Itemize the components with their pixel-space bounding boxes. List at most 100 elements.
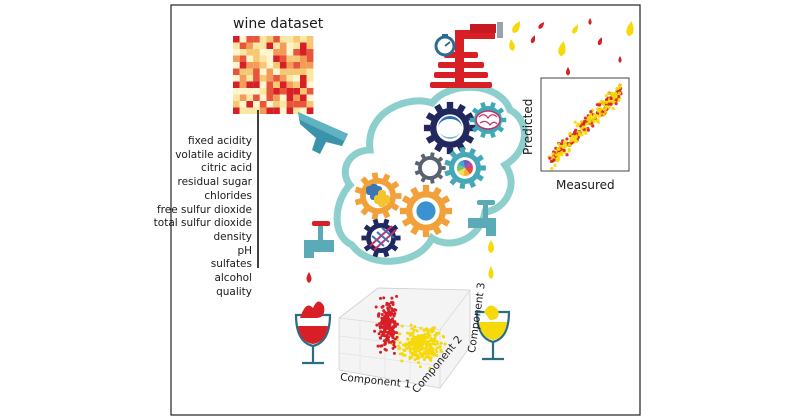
heatmap-cell bbox=[279, 75, 287, 82]
scatter-point bbox=[435, 354, 439, 358]
scatter-point bbox=[394, 324, 398, 328]
heatmap-cell bbox=[259, 75, 267, 82]
scatter-point bbox=[383, 330, 387, 334]
heatmap-cell bbox=[293, 55, 300, 62]
scatter-point bbox=[551, 152, 555, 156]
heatmap-cell bbox=[253, 36, 260, 43]
scatter-point bbox=[418, 365, 422, 369]
heatmap-cell bbox=[300, 55, 307, 62]
pca-scatter bbox=[373, 294, 447, 370]
feature-item: free sulfur dioxide bbox=[156, 203, 252, 216]
scatter-point bbox=[433, 336, 437, 340]
scatter-point bbox=[429, 344, 433, 348]
heatmap-cell bbox=[306, 42, 314, 49]
heatmap-cell bbox=[259, 68, 267, 75]
scatter-point bbox=[378, 336, 382, 340]
scatter-point bbox=[406, 337, 410, 341]
scatter-point bbox=[560, 153, 564, 157]
scatter-point bbox=[616, 94, 621, 99]
heatmap-cell bbox=[279, 55, 287, 62]
heatmap-cell bbox=[286, 49, 294, 56]
scatter-point bbox=[375, 323, 379, 327]
heatmap-cell bbox=[300, 62, 307, 69]
scatter-point bbox=[388, 332, 392, 336]
scatter-point bbox=[554, 153, 559, 157]
heatmap-cell bbox=[239, 88, 247, 95]
scatter-point bbox=[614, 91, 618, 96]
scatter-point bbox=[384, 340, 388, 344]
scatter-point bbox=[377, 312, 381, 316]
heatmap-cell bbox=[266, 68, 274, 75]
faucet-icon bbox=[430, 22, 503, 88]
feature-item: sulfates bbox=[210, 258, 252, 271]
scatter-point bbox=[401, 353, 405, 357]
scatter-point bbox=[598, 103, 602, 107]
scatter-point bbox=[592, 114, 596, 118]
scatter-point bbox=[414, 343, 418, 347]
scatter-point bbox=[413, 353, 417, 357]
scatter-point bbox=[565, 153, 569, 157]
heatmap-cell bbox=[246, 94, 254, 101]
heatmap-cell bbox=[239, 107, 247, 114]
scatter-point bbox=[390, 307, 394, 311]
heatmap-cell bbox=[273, 81, 280, 88]
scatter-point bbox=[388, 321, 392, 325]
scatter-point bbox=[386, 331, 390, 335]
heatmap-cell bbox=[259, 101, 267, 108]
heatmap-cell bbox=[286, 101, 294, 108]
heatmap-cell bbox=[239, 101, 247, 108]
scatter-point bbox=[424, 342, 428, 346]
heatmap-cell bbox=[253, 49, 260, 56]
heatmap-cell bbox=[246, 55, 254, 62]
heatmap-cell bbox=[306, 55, 314, 62]
scatter-point bbox=[588, 117, 592, 121]
heatmap-cell bbox=[246, 42, 254, 49]
scatter-point bbox=[376, 344, 380, 348]
heatmap-cell bbox=[246, 81, 254, 88]
scatter-point bbox=[599, 107, 603, 111]
heatmap-cell bbox=[273, 101, 280, 108]
heatmap-cell bbox=[279, 36, 287, 43]
scatter-point bbox=[395, 331, 399, 335]
scatter-point bbox=[435, 350, 439, 354]
feature-item: volatile acidity bbox=[175, 148, 252, 161]
scatter-point bbox=[596, 109, 601, 113]
heatmap-cell bbox=[286, 107, 294, 114]
heatmap-cell bbox=[233, 88, 240, 95]
heatmap-cell bbox=[266, 101, 274, 108]
heatmap-cell bbox=[259, 42, 267, 49]
scatter-point bbox=[577, 133, 582, 137]
regression-scatter bbox=[547, 83, 623, 171]
heatmap-cell bbox=[279, 62, 287, 69]
scatter-point bbox=[408, 333, 412, 337]
heatmap-cell bbox=[239, 94, 247, 101]
scatter-point bbox=[407, 342, 411, 346]
heatmap-cell bbox=[259, 81, 267, 88]
scatter-point bbox=[406, 331, 410, 335]
heatmap-cell bbox=[286, 94, 294, 101]
scatter-point bbox=[569, 137, 574, 141]
scatter-point bbox=[383, 347, 387, 351]
heatmap-cell bbox=[293, 68, 300, 75]
scatter-point bbox=[413, 358, 417, 362]
scatter-point bbox=[422, 328, 426, 332]
heatmap-cell bbox=[233, 107, 240, 114]
scatter-point bbox=[373, 329, 377, 333]
heatmap-cell bbox=[266, 75, 274, 82]
heatmap-cell bbox=[246, 107, 254, 114]
heatmap-cell bbox=[279, 107, 287, 114]
heatmap-cell bbox=[279, 81, 287, 88]
heatmap-cell bbox=[306, 107, 314, 114]
python-logo-icon bbox=[366, 184, 390, 207]
heatmap-cell bbox=[239, 62, 247, 69]
heatmap-cell bbox=[286, 88, 294, 95]
heatmap-cell bbox=[293, 81, 300, 88]
scatter-point bbox=[576, 123, 581, 127]
wine-glass-icon-red bbox=[294, 301, 332, 365]
gear-icon bbox=[399, 184, 453, 238]
scatter-point bbox=[383, 342, 387, 346]
scatter-point bbox=[434, 333, 438, 337]
scatter-point bbox=[403, 349, 407, 353]
scatter-point bbox=[419, 348, 423, 352]
